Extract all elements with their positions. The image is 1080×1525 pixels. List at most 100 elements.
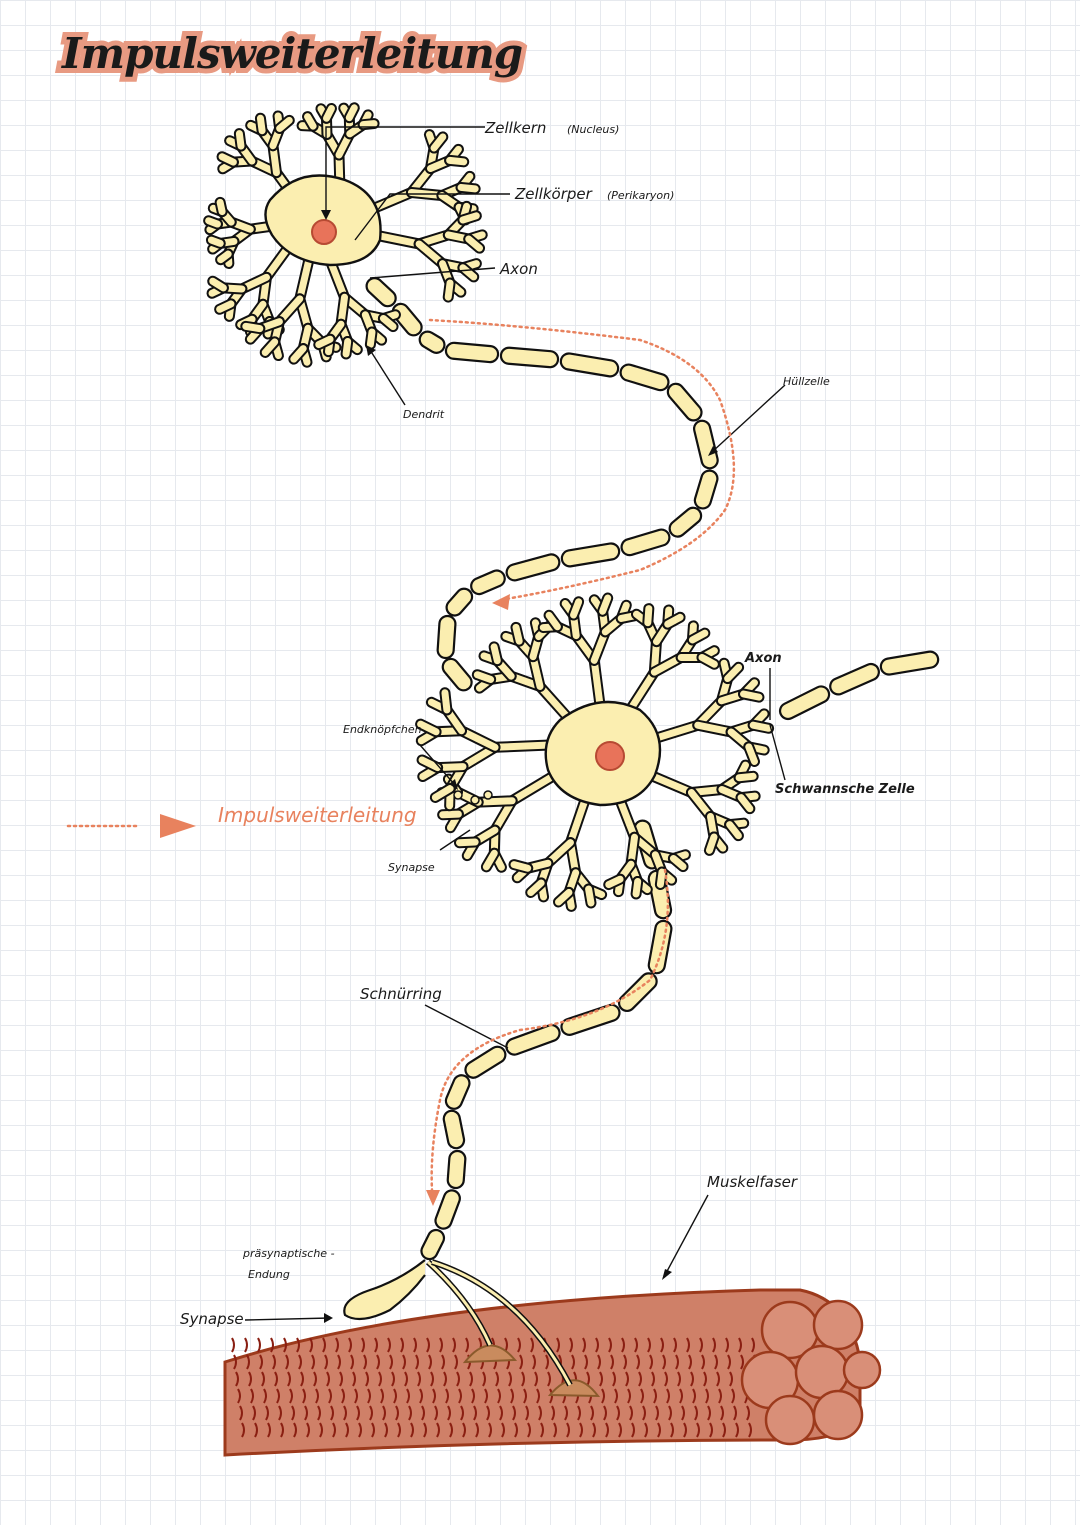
dendrite-branch-fill — [242, 322, 264, 333]
muscle-stripe — [328, 1388, 332, 1404]
muscle-stripe — [254, 1422, 258, 1438]
muscle-stripe — [547, 1371, 551, 1387]
muscle-stripe — [510, 1388, 514, 1404]
muscle-stripe — [241, 1422, 245, 1438]
muscle-stripe — [419, 1388, 423, 1404]
muscle-stripe — [257, 1337, 261, 1353]
muscle-stripe — [296, 1337, 300, 1353]
muscle-stripe — [302, 1388, 306, 1404]
myelin-segment — [442, 1109, 466, 1150]
dendrite-branch-fill — [545, 611, 561, 631]
dendrite-branch-fill — [646, 771, 695, 797]
muscle-stripe — [313, 1371, 317, 1387]
muscle-stripe — [343, 1405, 347, 1421]
myelin-segment — [365, 277, 397, 308]
myelin-segment — [441, 657, 473, 692]
muscle-stripe — [605, 1422, 609, 1438]
muscle-stripe — [252, 1405, 256, 1421]
muscle-stripe — [400, 1337, 404, 1353]
dendrite-branch-fill — [465, 235, 484, 252]
muscle-stripe — [577, 1405, 581, 1421]
muscle-stripe — [326, 1371, 330, 1387]
dendrite-branch-fill — [510, 861, 532, 872]
dendrite-branch-fill — [536, 682, 574, 724]
dendrite-branch-fill — [590, 656, 604, 709]
label-praesynaptisch: präsynaptische - — [242, 1247, 335, 1260]
muscle-stripe — [283, 1337, 287, 1353]
muscle-stripe — [486, 1405, 490, 1421]
muscle-stripe — [311, 1354, 315, 1370]
myelin-segment — [444, 1074, 471, 1110]
muscle-stripe — [720, 1405, 724, 1421]
muscle-stripe — [677, 1371, 681, 1387]
muscle-stripe — [497, 1388, 501, 1404]
label-axon-top: Axon — [499, 260, 538, 278]
muscle-stripe — [484, 1388, 488, 1404]
muscle-stripe — [231, 1337, 235, 1353]
dendrite-branch-fill — [444, 279, 454, 301]
muscle-stripe — [521, 1371, 525, 1387]
myelin-segment — [620, 528, 671, 557]
dendrite-branch-fill — [585, 885, 595, 907]
muscle-stripe — [660, 1337, 664, 1353]
muscle-stripe — [748, 1422, 752, 1438]
muscle-stripe — [348, 1337, 352, 1353]
muscle-stripe — [668, 1405, 672, 1421]
muscle-stripe — [358, 1422, 362, 1438]
muscle-stripe — [382, 1405, 386, 1421]
muscle-stripe — [443, 1371, 447, 1387]
muscle-stripe — [244, 1337, 248, 1353]
muscle-stripe — [250, 1388, 254, 1404]
dendrite-branch-fill — [218, 153, 237, 166]
muscle-stripe — [291, 1405, 295, 1421]
dendrite-branch-fill — [315, 335, 334, 349]
muscle-stripe — [532, 1354, 536, 1370]
dendrite-branch-fill — [205, 217, 221, 228]
muscle-stripe — [436, 1422, 440, 1438]
muscle-stripe — [603, 1405, 607, 1421]
label-axon-middle: Axon — [744, 651, 782, 666]
muscle-stripe — [365, 1371, 369, 1387]
muscle-stripe — [612, 1371, 616, 1387]
muscle-stripe — [339, 1371, 343, 1387]
dendrite-branch-fill — [342, 337, 352, 358]
page-title: Impulsweiterleitung — [61, 29, 522, 78]
muscle-stripe — [675, 1354, 679, 1370]
muscle-stripe — [636, 1354, 640, 1370]
dendrite-branch-fill — [740, 690, 763, 701]
dendrite-branch-fill — [726, 821, 742, 840]
dendrite-branch-fill — [688, 629, 709, 644]
muscle-stripe — [335, 1337, 339, 1353]
axon-terminal-branch-fill — [431, 1260, 572, 1386]
dendrite-branch-fill — [491, 741, 554, 751]
muscle-stripe — [597, 1354, 601, 1370]
myelin-segment — [505, 1023, 561, 1056]
muscle-stripe — [449, 1422, 453, 1438]
muscle-stripe — [629, 1405, 633, 1421]
muscle-stripe — [616, 1405, 620, 1421]
muscle-stripe — [408, 1405, 412, 1421]
muscle-stripe — [235, 1371, 239, 1387]
nucleus-middle — [595, 741, 625, 771]
muscle-stripe — [694, 1405, 698, 1421]
muscle-stripe — [499, 1405, 503, 1421]
muscle-stripe — [733, 1405, 737, 1421]
label-zellkern: Zellkern — [484, 119, 546, 137]
dendrite-branch-fill — [235, 130, 245, 150]
presynaptic-ending — [343, 1259, 426, 1321]
dendrite-branch-fill — [366, 328, 376, 349]
dendrite-branch-fill — [566, 796, 589, 847]
muscle-stripe — [300, 1371, 304, 1387]
muscle-stripe — [389, 1354, 393, 1370]
muscle-stripe — [627, 1388, 631, 1404]
muscle-stripe — [270, 1337, 274, 1353]
muscle-stripe — [673, 1337, 677, 1353]
muscle-stripe — [692, 1388, 696, 1404]
muscle-stripe — [324, 1354, 328, 1370]
muscle-stripe — [356, 1405, 360, 1421]
muscle-stripe — [621, 1337, 625, 1353]
muscle-stripe — [725, 1337, 729, 1353]
muscle-stripe — [512, 1405, 516, 1421]
